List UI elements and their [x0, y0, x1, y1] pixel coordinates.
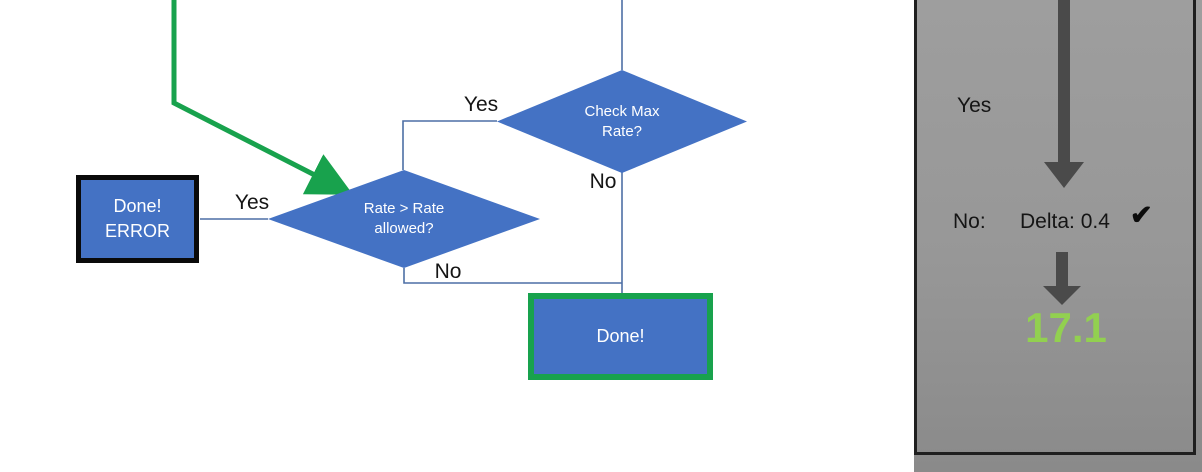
- label-rate-no: No: [434, 260, 462, 283]
- decision-rate-line2: allowed?: [374, 220, 434, 237]
- short-down-arrow-shaft: [1056, 252, 1068, 286]
- done-label: Done!: [596, 326, 645, 346]
- label-checkmax-yes: Yes: [463, 93, 499, 116]
- green-path-arrow: [171, 0, 354, 195]
- panel-no-label: No:: [953, 210, 986, 233]
- decision-check-max-line2: Rate?: [601, 122, 643, 140]
- flowchart-connectors: [171, 0, 623, 293]
- panel-yes-label: Yes: [957, 94, 992, 117]
- short-down-arrow-icon: [1043, 286, 1081, 305]
- decision-rate-line1: Rate > Rate: [363, 200, 445, 217]
- done-error-line1: Done!: [113, 196, 162, 216]
- long-down-arrow-icon: [1044, 162, 1084, 188]
- panel-delta-value: Delta: 0.4: [1020, 210, 1110, 233]
- terminal-done-error-box: Done! ERROR: [76, 175, 199, 263]
- side-panel: Yes No: Delta: 0.4 ✔ 17.1: [914, 0, 1202, 472]
- decision-check-max-line1: Check Max: [584, 102, 660, 120]
- connector-checkmax-yes: [402, 120, 497, 170]
- connector-rate-no: [403, 268, 622, 284]
- done-error-line2: ERROR: [104, 221, 170, 241]
- label-checkmax-no: No: [589, 170, 617, 193]
- flowchart-canvas: Check Max Rate? Yes No Rate > Rate allow…: [76, 0, 747, 380]
- terminal-done-box: Done!: [528, 293, 713, 380]
- result-value: 17.1: [1025, 304, 1107, 351]
- long-down-arrow-shaft: [1058, 0, 1070, 162]
- label-rate-yes: Yes: [234, 191, 270, 214]
- check-mark-icon: ✔: [1130, 200, 1153, 230]
- side-panel-border-frame: [914, 0, 1196, 455]
